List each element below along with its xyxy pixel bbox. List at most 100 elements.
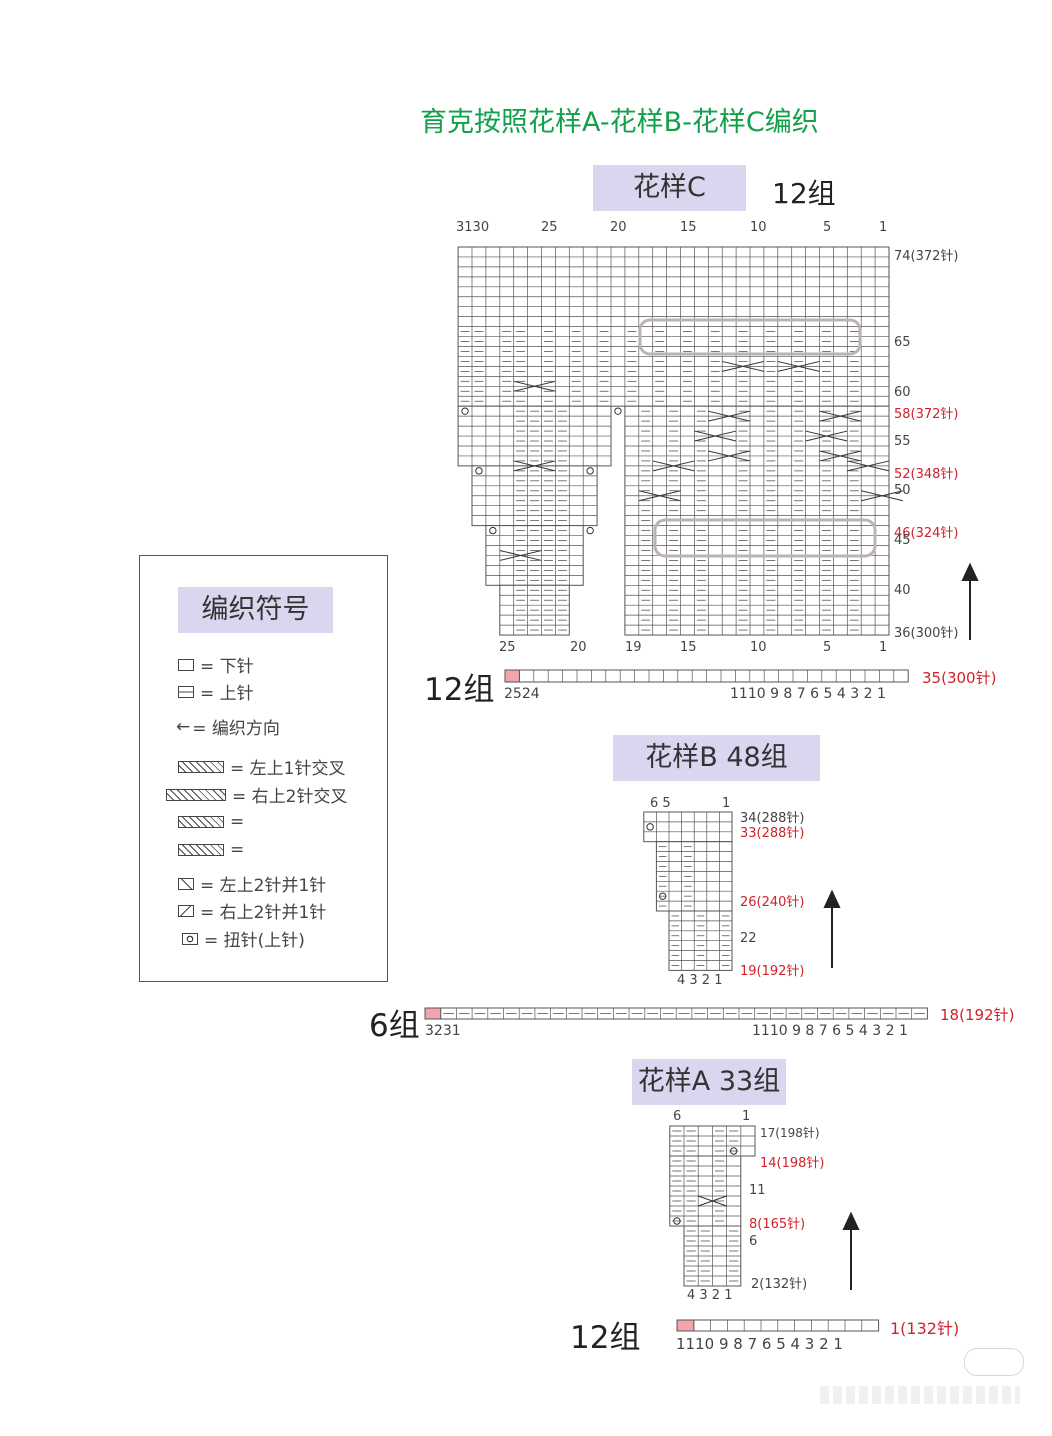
pattern-b-mid-block bbox=[655, 841, 733, 912]
pattern-a-base-twist-cell bbox=[676, 1319, 695, 1332]
cross-mark bbox=[861, 490, 904, 502]
pattern-c-label: 花样C bbox=[593, 165, 746, 211]
pattern-c-row-50: 50 bbox=[894, 483, 911, 498]
pattern-c-row-46: 46(324针) bbox=[894, 526, 959, 541]
purl-square-icon bbox=[178, 685, 194, 698]
cross-mark bbox=[819, 450, 862, 462]
pattern-c-bcol-25: 25 bbox=[499, 640, 516, 655]
increase-mark bbox=[730, 1147, 738, 1155]
pattern-a-base-row: 1(132针) bbox=[890, 1319, 960, 1338]
legend-item-text: = 扭针(上针) bbox=[204, 931, 305, 951]
pattern-b-base-left-cols: 3231 bbox=[425, 1023, 461, 1039]
pattern-c-col-20: 20 bbox=[610, 220, 627, 235]
pattern-c-bcol-10: 10 bbox=[750, 640, 767, 655]
arrow-left-icon: ← bbox=[176, 716, 191, 737]
pattern-a-col-6: 6 bbox=[673, 1109, 682, 1124]
pattern-b-row-33: 33(288针) bbox=[740, 826, 805, 841]
legend-item: = bbox=[178, 812, 244, 832]
watermark-logo bbox=[964, 1348, 1024, 1376]
pattern-c-base-left-cols: 2524 bbox=[504, 686, 540, 702]
left-k2tog-icon bbox=[178, 877, 194, 890]
legend-item-text: = 下针 bbox=[200, 657, 254, 677]
cross-mark bbox=[805, 430, 848, 442]
pattern-c-groups: 12组 bbox=[772, 177, 836, 210]
legend-item: = 左上1针交叉 bbox=[178, 754, 345, 779]
pattern-a-label: 花样A 33组 bbox=[632, 1059, 786, 1105]
left-cross-1-icon bbox=[178, 760, 224, 773]
legend-item-text: = 左上2针并1针 bbox=[200, 876, 327, 896]
knit-square-icon bbox=[178, 658, 194, 671]
pattern-b-row-19: 19(192针) bbox=[740, 964, 805, 979]
pattern-c-row-45: 45 bbox=[894, 533, 911, 548]
twisted-stitch-icon bbox=[182, 932, 198, 945]
increase-mark bbox=[646, 823, 654, 831]
pattern-a-lower-block bbox=[683, 1225, 742, 1287]
cross-mark bbox=[708, 410, 751, 422]
legend-item: = 上针 bbox=[178, 679, 254, 704]
increase-mark bbox=[475, 467, 483, 475]
increase-mark bbox=[659, 892, 667, 900]
pattern-a-row-6: 6 bbox=[749, 1234, 758, 1249]
legend-item: = 左上2针并1针 bbox=[178, 871, 326, 896]
pattern-c-row-36: 36(300针) bbox=[894, 626, 959, 641]
pattern-c-row-40: 40 bbox=[894, 583, 911, 598]
watermark-shape bbox=[653, 518, 877, 558]
pattern-a-row-14: 14(198针) bbox=[760, 1156, 825, 1171]
pattern-c-base-row: 35(300针) bbox=[922, 669, 997, 687]
legend-item: = 右上2针交叉 bbox=[166, 782, 347, 807]
pattern-b-col-65: 6 5 bbox=[650, 796, 671, 811]
pattern-c-row-52: 52(348针) bbox=[894, 467, 959, 482]
pattern-b-bottom-cols: 4 3 2 1 bbox=[677, 973, 723, 988]
pattern-a-row-8: 8(165针) bbox=[749, 1217, 806, 1232]
arrow-head-icon-a bbox=[842, 1211, 860, 1230]
legend-item-text: = bbox=[230, 840, 245, 860]
legend-item-text: = bbox=[230, 812, 245, 832]
pattern-a-mid-block bbox=[669, 1155, 742, 1227]
cross-mark bbox=[694, 430, 737, 442]
pattern-b-col-1: 1 bbox=[722, 796, 731, 811]
arrow-head-icon-c bbox=[961, 562, 979, 581]
pattern-c-watermark bbox=[638, 318, 877, 558]
page-title: 育克按照花样A-花样B-花样C编织 bbox=[420, 107, 819, 138]
pattern-c-col-5: 5 bbox=[823, 220, 832, 235]
increase-mark bbox=[461, 407, 469, 415]
pattern-c-bcol-5: 5 bbox=[823, 640, 832, 655]
legend-box: 编织符号 = 下针= 上针←= 编织方向= 左上1针交叉= 右上2针交叉=== … bbox=[139, 555, 388, 982]
increase-mark bbox=[586, 467, 594, 475]
pattern-c-bcol-20: 20 bbox=[570, 640, 587, 655]
pattern-b-row-26: 26(240针) bbox=[740, 895, 805, 910]
increase-mark bbox=[586, 526, 594, 535]
cross-mark bbox=[652, 460, 695, 472]
legend-item-text: = 右上2针交叉 bbox=[232, 787, 348, 807]
pattern-c-base-twist-cell bbox=[504, 669, 520, 683]
pattern-c-col-25: 25 bbox=[541, 220, 558, 235]
pattern-c-bcol-19: 19 bbox=[625, 640, 642, 655]
pattern-c-row-58: 58(372针) bbox=[894, 407, 959, 422]
watermark-shape bbox=[638, 318, 862, 356]
cross-mark bbox=[499, 549, 542, 561]
cross-mark bbox=[708, 450, 751, 462]
cross-mark bbox=[513, 460, 556, 472]
pattern-a-base-cols: 1110 9 8 7 6 5 4 3 2 1 bbox=[676, 1335, 843, 1353]
pattern-c-row-65: 65 bbox=[894, 335, 911, 350]
cross-mark bbox=[847, 460, 890, 472]
cross-mark bbox=[777, 360, 820, 372]
legend-item-text: = 上针 bbox=[200, 684, 254, 704]
pattern-b-row-22: 22 bbox=[740, 931, 757, 946]
pattern-c-row-55: 55 bbox=[894, 434, 911, 449]
pattern-b-base-groups: 6组 bbox=[369, 1008, 420, 1044]
legend-title: 编织符号 bbox=[178, 587, 333, 633]
pattern-c-left-step-3 bbox=[485, 525, 584, 586]
right-k2tog-icon bbox=[178, 904, 194, 917]
cross-variant-a-icon bbox=[178, 816, 224, 828]
cross-mark bbox=[638, 490, 681, 502]
cross-mark bbox=[819, 410, 862, 422]
legend-item-text: = 左上1针交叉 bbox=[230, 759, 346, 779]
pattern-c-base-right-cols: 1110 9 8 7 6 5 4 3 2 1 bbox=[730, 686, 886, 702]
legend-item: = 下针 bbox=[178, 652, 254, 677]
watermark-id bbox=[820, 1386, 1020, 1404]
legend-item: = 右上2针并1针 bbox=[178, 898, 326, 923]
